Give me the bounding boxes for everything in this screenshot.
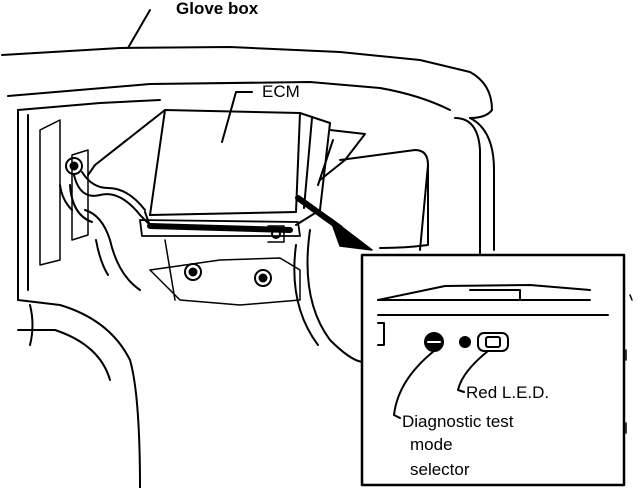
red-led-leader	[457, 350, 489, 393]
dashboard-structure	[17, 99, 301, 489]
selector-label-line2: mode	[410, 435, 453, 454]
ecm-label: ECM	[262, 82, 300, 101]
ecm-unit	[87, 109, 331, 243]
right-panels	[293, 117, 495, 363]
mounting-bolts	[65, 157, 272, 287]
glove-box-label: Glove box	[176, 0, 259, 18]
diagnostic-selector-screw	[424, 332, 444, 352]
glove-box	[1, 46, 493, 119]
red-led-indicator	[459, 332, 509, 352]
detail-arrow	[295, 195, 373, 251]
glove-box-leader	[127, 9, 151, 49]
detail-inset	[360, 253, 626, 487]
selector-label-line3: selector	[410, 460, 470, 479]
ecm-leader	[221, 91, 253, 143]
wiring-harness	[69, 171, 151, 226]
red-led-label: Red L.E.D.	[466, 383, 549, 402]
selector-label-line1: Diagnostic test	[402, 412, 514, 431]
selector-leader	[393, 350, 435, 419]
